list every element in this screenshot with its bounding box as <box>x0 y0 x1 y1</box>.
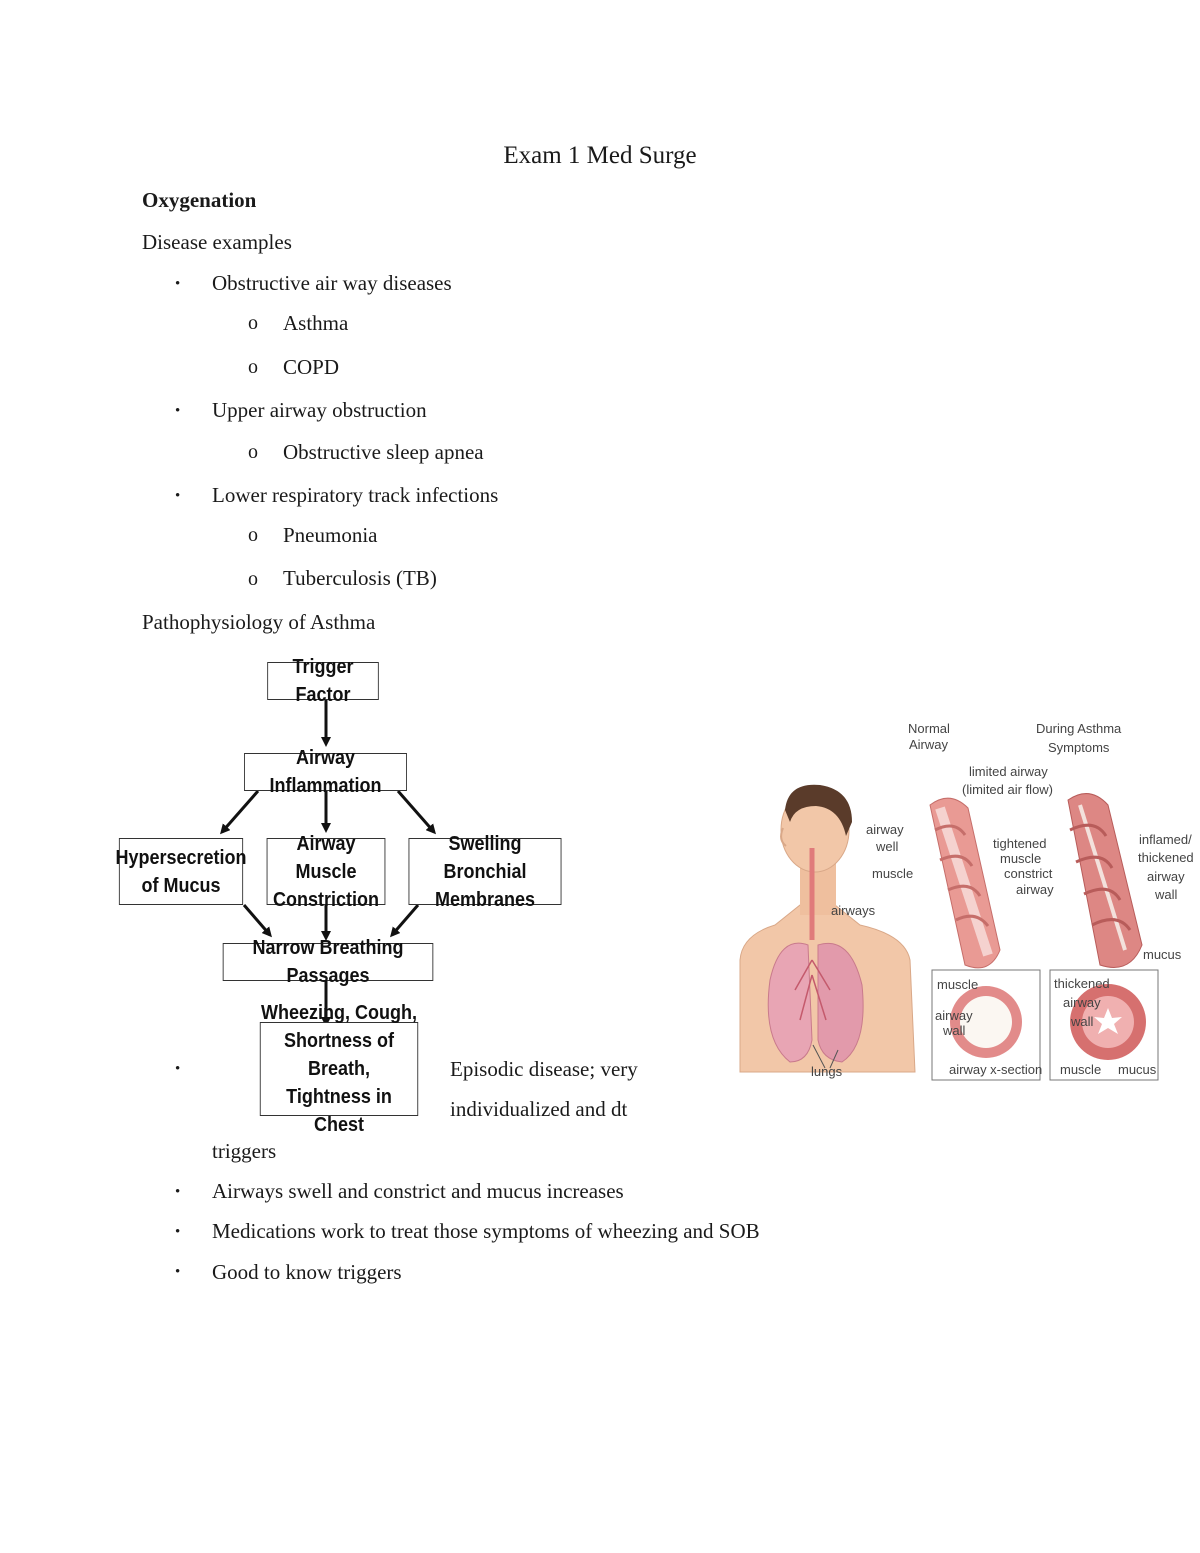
page-title: Exam 1 Med Surge <box>503 142 697 169</box>
label-limited-airway: (limited air flow) <box>962 782 1053 797</box>
airway-inflammation-box: Airway Inflammation <box>244 747 407 797</box>
bullet-marker: • <box>175 276 181 292</box>
swelling-bronchial-label: Swelling Bronchial <box>443 832 527 883</box>
hypersecretion-label: of Mucus <box>141 874 221 897</box>
label-mucus: mucus <box>1143 947 1182 962</box>
label-during-asthma: Symptoms <box>1048 740 1110 755</box>
label-tightened: constrict <box>1004 866 1053 881</box>
arrow-swelling-to-narrow <box>390 904 420 938</box>
symptoms-label: Shortness of Breath, <box>283 1030 395 1080</box>
list-item: Upper airway obstruction <box>212 398 427 422</box>
left-lung-shape <box>767 942 813 1063</box>
airway-muscle-label: Airway Muscle <box>295 832 357 883</box>
note-triggers: Good to know triggers <box>212 1260 402 1284</box>
note-episodic: individualized and dt <box>450 1097 628 1121</box>
note-airways: Airways swell and constrict and mucus in… <box>212 1179 624 1203</box>
label-during-asthma: During Asthma <box>1036 721 1122 736</box>
note-episodic: triggers <box>212 1139 277 1163</box>
sub-marker: o <box>248 441 258 463</box>
narrow-breathing-box: Narrow Breathing Passages <box>222 937 434 987</box>
label-thickened-wall: thickened <box>1054 976 1110 991</box>
sub-marker: o <box>248 312 258 334</box>
arrow-to-swelling <box>396 790 436 835</box>
label-airway-well: well <box>875 839 899 854</box>
hypersecretion-label: Hypersecretion <box>115 846 247 869</box>
hypersecretion-box: Hypersecretion of Mucus <box>115 838 247 905</box>
note-episodic: Episodic disease; very <box>450 1057 638 1081</box>
pathophysiology-label: Pathophysiology of Asthma <box>142 610 376 634</box>
arrow-hypersecretion-to-narrow <box>242 904 272 938</box>
list-subitem: Pneumonia <box>283 523 378 547</box>
sub-marker: o <box>248 568 258 590</box>
label-xs-muscle: muscle <box>937 977 978 992</box>
sub-marker: o <box>248 356 258 378</box>
label-normal: Airway <box>909 737 949 752</box>
bullet-marker: • <box>175 403 181 419</box>
label-xs-mucus: mucus <box>1118 1062 1157 1077</box>
label-xs-section: airway x-section <box>949 1062 1042 1077</box>
airway-muscle-label: Constriction <box>272 888 380 911</box>
label-xs-wall: wall <box>942 1023 966 1038</box>
label-inflamed: thickened <box>1138 850 1194 865</box>
sub-marker: o <box>248 524 258 546</box>
flowchart-arrows <box>220 699 436 1027</box>
asthma-xsection-lumen <box>1094 1008 1122 1034</box>
bullet-marker: • <box>175 1184 181 1200</box>
label-inflamed: wall <box>1154 887 1178 902</box>
bullet-marker: • <box>175 488 181 504</box>
section-heading: Oxygenation <box>142 188 257 212</box>
symptoms-label: Tightness in Chest <box>286 1086 392 1136</box>
label-xs-muscle-2: muscle <box>1060 1062 1101 1077</box>
label-lungs: lungs <box>811 1064 843 1079</box>
label-thickened-wall: wall <box>1070 1014 1094 1029</box>
label-xs-wall: airway <box>935 1008 973 1023</box>
bullet-marker: • <box>175 1264 181 1280</box>
label-airway-well: airway <box>866 822 904 837</box>
list-subitem: Asthma <box>283 311 349 335</box>
swelling-bronchial-label: Membranes <box>434 888 536 911</box>
label-airways: airways <box>831 903 876 918</box>
label-inflamed: airway <box>1147 869 1185 884</box>
label-thickened-wall: airway <box>1063 995 1101 1010</box>
list-item: Obstructive air way diseases <box>212 271 452 295</box>
bullet-marker: • <box>175 1061 181 1077</box>
label-limited-airway: limited airway <box>969 764 1048 779</box>
symptoms-label: Wheezing, Cough, <box>261 1002 417 1024</box>
list-subitem: COPD <box>283 355 340 379</box>
list-subitem: Tuberculosis (TB) <box>283 566 437 590</box>
label-normal: Normal <box>908 721 950 736</box>
label-tightened: airway <box>1016 882 1054 897</box>
airway-muscle-constriction-box: Airway Muscle Constriction <box>266 833 386 911</box>
label-inflamed: inflamed/ <box>1139 832 1192 847</box>
airway-inflammation-label: Airway Inflammation <box>269 747 382 797</box>
label-muscle: muscle <box>872 866 913 881</box>
asthma-airway-illustration: Normal Airway During Asthma Symptoms lim… <box>739 721 1194 1081</box>
symptoms-box: Wheezing, Cough, Shortness of Breath, Ti… <box>259 1002 419 1136</box>
list-subitem: Obstructive sleep apnea <box>283 440 484 464</box>
label-tightened: muscle <box>1000 851 1041 866</box>
arrow-to-hypersecretion <box>220 790 260 835</box>
swelling-bronchial-box: Swelling Bronchial Membranes <box>408 833 562 911</box>
hair-shape <box>785 784 852 836</box>
label-tightened: tightened <box>993 836 1047 851</box>
trigger-factor-box: Trigger Factor <box>267 656 379 706</box>
narrow-breathing-label: Narrow Breathing Passages <box>252 937 404 987</box>
right-lung-shape <box>817 943 864 1063</box>
disease-examples-label: Disease examples <box>142 230 292 254</box>
trigger-factor-label: Trigger Factor <box>292 656 354 706</box>
bullet-marker: • <box>175 1224 181 1240</box>
note-medications: Medications work to treat those symptoms… <box>212 1219 760 1243</box>
list-item: Lower respiratory track infections <box>212 483 499 507</box>
normal-xsection-lumen <box>960 996 1012 1048</box>
